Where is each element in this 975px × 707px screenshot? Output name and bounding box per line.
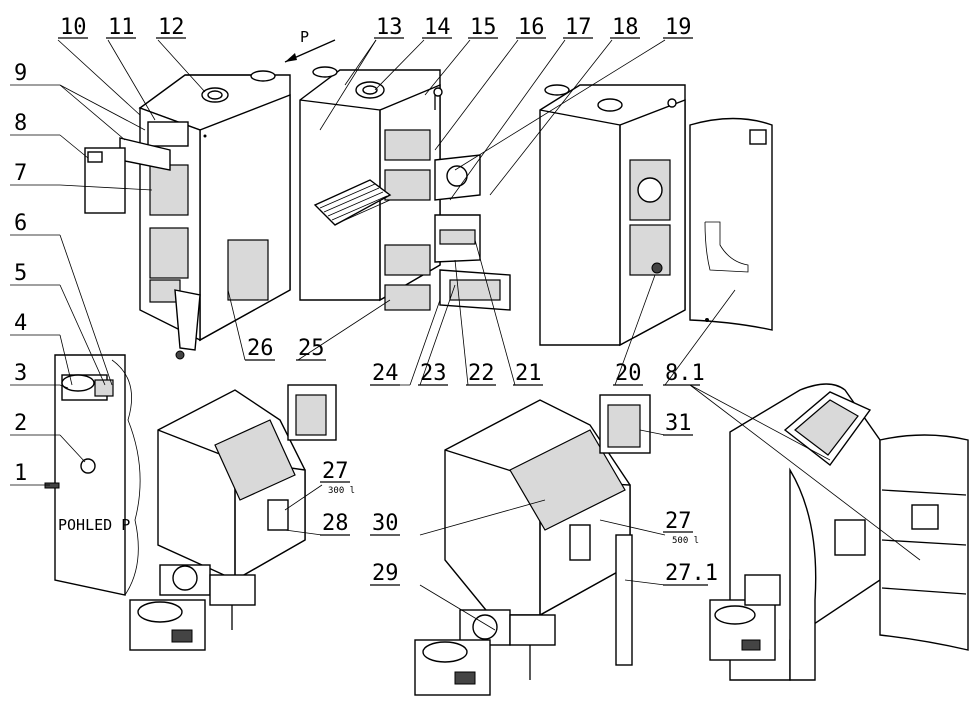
callout-16: 16 <box>518 15 545 40</box>
capacity-300-label: 300 l <box>328 486 355 496</box>
feeder-unit-500 <box>414 394 651 696</box>
callout-27-1: 27.1 <box>665 561 718 586</box>
callout-3: 3 <box>14 361 27 386</box>
callout-5: 5 <box>14 261 27 286</box>
callout-1: 1 <box>14 461 27 486</box>
callout-23: 23 <box>420 361 447 386</box>
callout-2: 2 <box>14 411 27 436</box>
callout-26: 26 <box>247 336 274 361</box>
callout-19: 19 <box>665 15 692 40</box>
callout-14: 14 <box>424 15 451 40</box>
side-view-pohled-p <box>44 354 141 596</box>
callout-8: 8 <box>14 111 27 136</box>
callout-4: 4 <box>14 311 27 336</box>
callout-22: 22 <box>468 361 495 386</box>
callout-20: 20 <box>615 361 642 386</box>
boiler-view-front-open <box>84 70 291 360</box>
callout-31: 31 <box>665 411 692 436</box>
feeder-unit-300 <box>129 384 337 651</box>
callout-7: 7 <box>14 161 27 186</box>
callout-6: 6 <box>14 211 27 236</box>
callout-25: 25 <box>298 336 325 361</box>
callout-8-1: 8.1 <box>665 361 705 386</box>
view-arrow-head <box>285 53 297 62</box>
callout-28: 28 <box>322 511 349 536</box>
boiler-view-grate <box>299 66 511 311</box>
callout-27-300: 27 <box>322 459 349 484</box>
callout-10: 10 <box>60 15 87 40</box>
side-view-caption: POHLED P <box>58 516 130 534</box>
callout-17: 17 <box>565 15 592 40</box>
capacity-500-label: 500 l <box>672 536 699 546</box>
callout-15: 15 <box>470 15 497 40</box>
callout-11: 11 <box>108 15 135 40</box>
boiler-hopper-door-open <box>709 383 969 681</box>
callout-numbers: 10 11 12 13 14 15 16 17 18 19 9 8 7 6 5 … <box>14 15 718 586</box>
callout-30: 30 <box>372 511 399 536</box>
view-direction-label: P <box>300 28 309 46</box>
callout-29: 29 <box>372 561 399 586</box>
callout-18: 18 <box>612 15 639 40</box>
boiler-view-door-open <box>539 84 773 347</box>
callout-27-500: 27 <box>665 509 692 534</box>
callout-13: 13 <box>376 15 403 40</box>
callout-24: 24 <box>372 361 399 386</box>
callout-12: 12 <box>158 15 185 40</box>
callout-leaders <box>10 39 921 631</box>
callout-21: 21 <box>515 361 542 386</box>
callout-9: 9 <box>14 61 27 86</box>
